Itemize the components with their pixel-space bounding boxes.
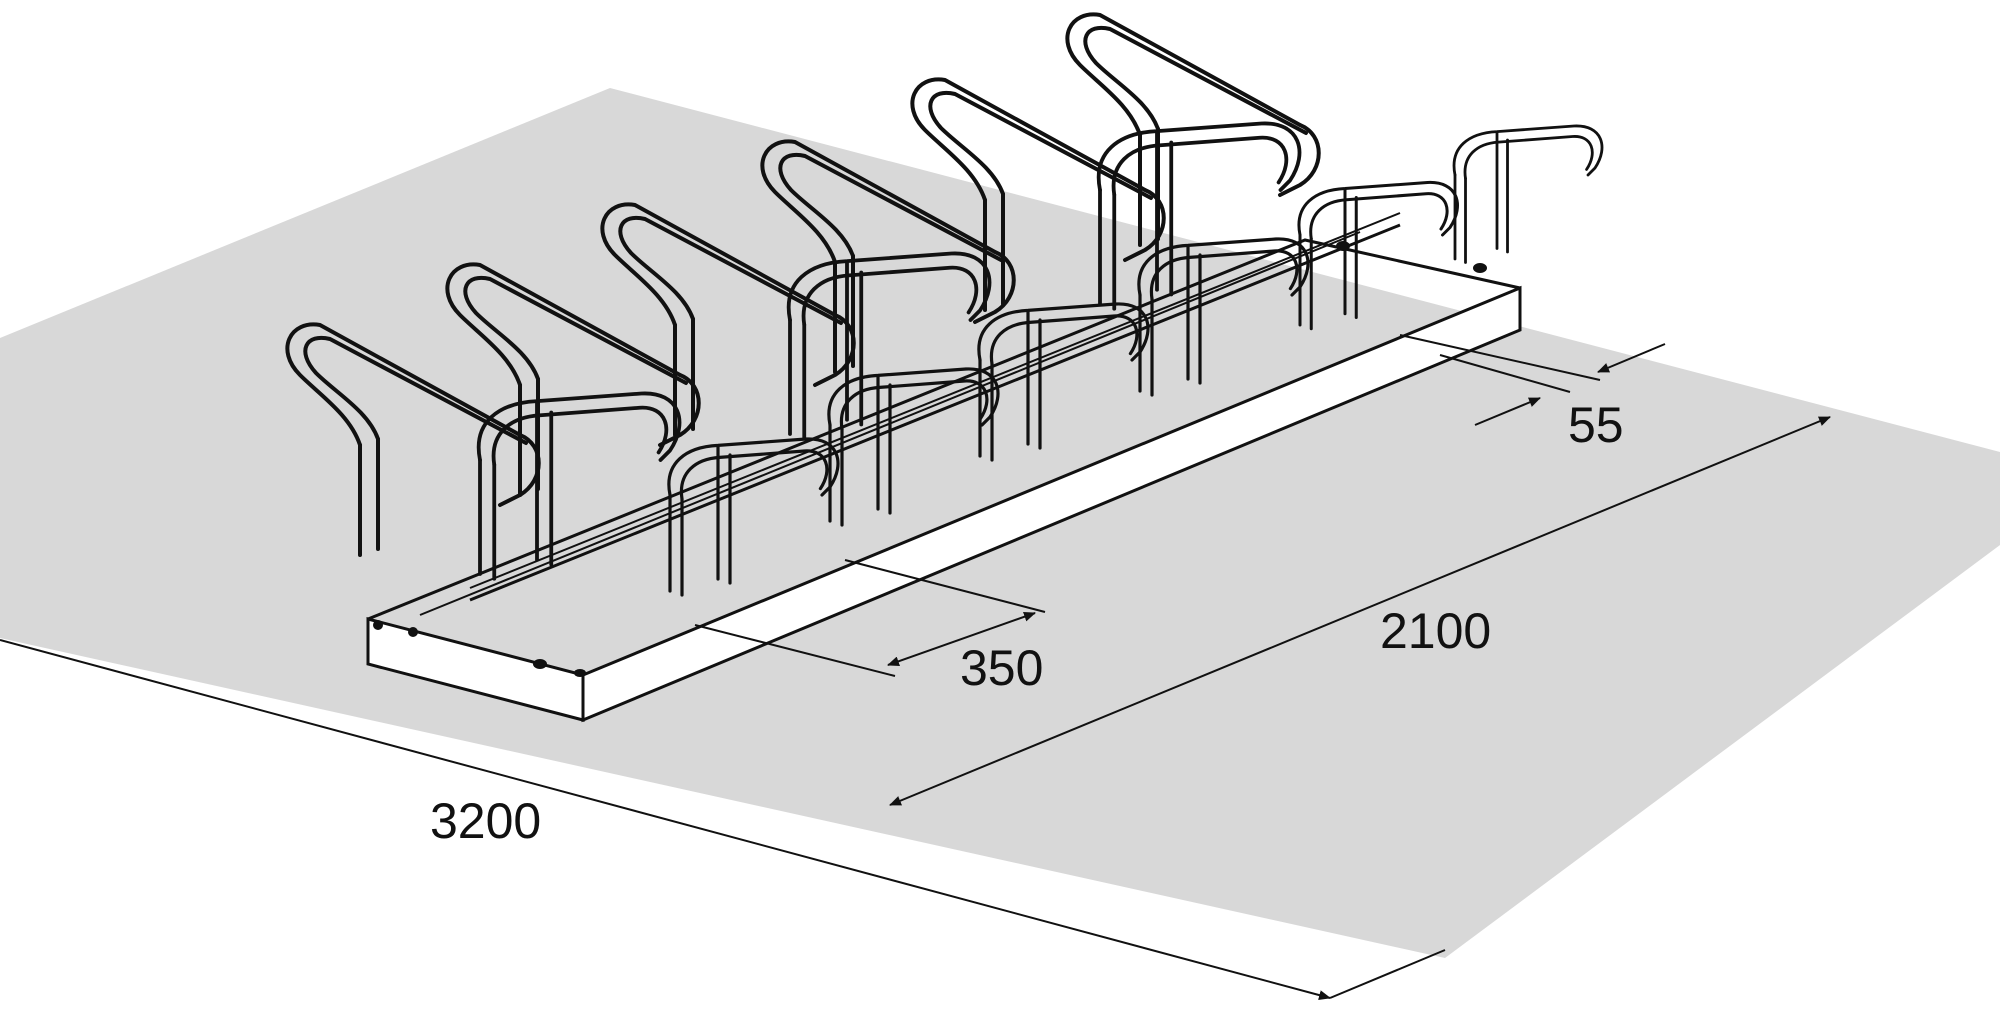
- dimension-3200-label: 3200: [430, 793, 541, 849]
- dimension-2100-label: 2100: [1380, 603, 1491, 659]
- dimension-2100: 2100: [889, 416, 1831, 806]
- dimension-55: 55: [1399, 334, 1666, 453]
- dimension-350-label: 350: [960, 640, 1043, 696]
- dimension-3200: 3200: [0, 639, 1446, 1000]
- dimension-350: 350: [694, 559, 1046, 696]
- dimension-55-label: 55: [1568, 397, 1624, 453]
- rear-rail: [469, 223, 1401, 602]
